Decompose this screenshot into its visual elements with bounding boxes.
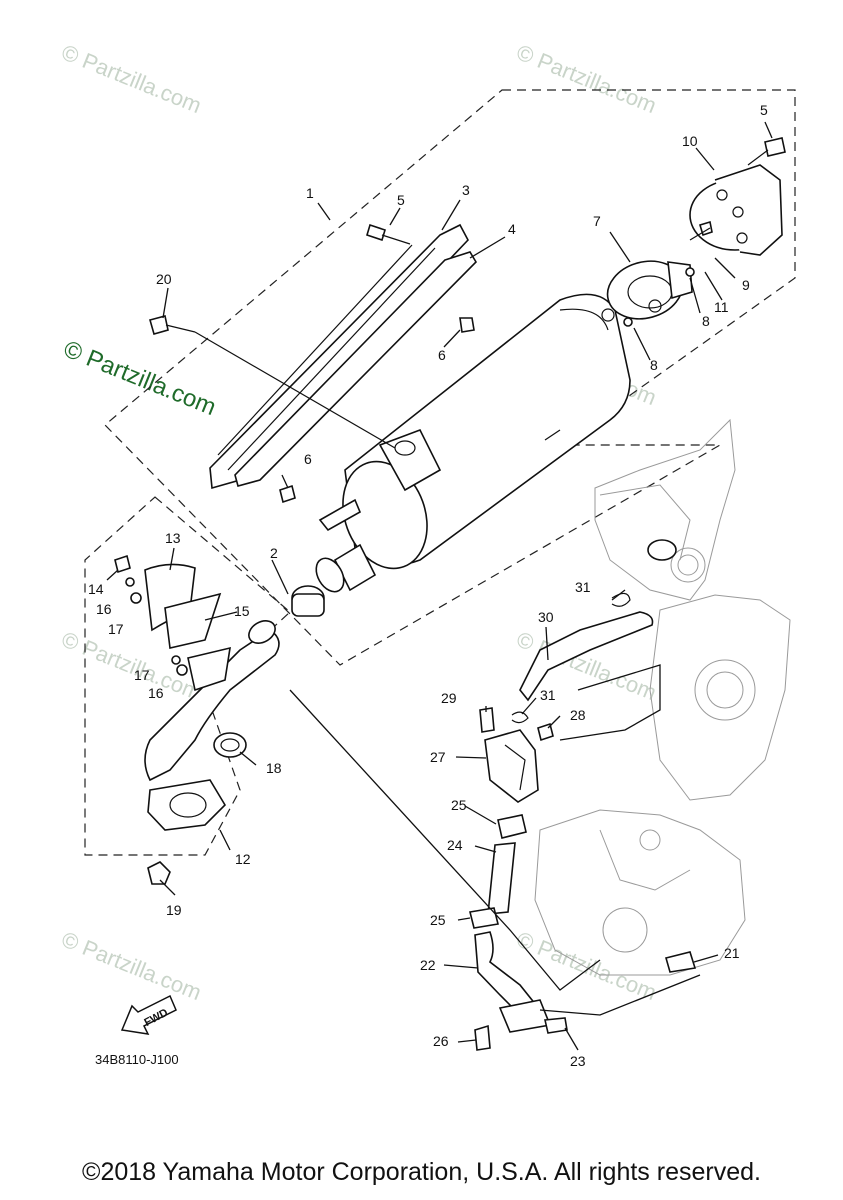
callout-5-top: 5 bbox=[397, 192, 405, 208]
callout-27: 27 bbox=[430, 749, 446, 765]
diagram-code: 34B8110-J100 bbox=[95, 1052, 179, 1067]
callout-12: 12 bbox=[235, 851, 251, 867]
callout-3: 3 bbox=[462, 182, 470, 198]
callout-6-lower: 6 bbox=[304, 451, 312, 467]
callout-9: 9 bbox=[742, 277, 750, 293]
protector-plate bbox=[234, 251, 478, 487]
callout-16-lower: 16 bbox=[148, 685, 164, 701]
muffler-group-outline bbox=[104, 89, 796, 666]
callout-8-cap: 8 bbox=[650, 357, 658, 373]
callout-24: 24 bbox=[447, 837, 463, 853]
exhaust-pipe-group-outline bbox=[84, 496, 291, 856]
callout-23: 23 bbox=[570, 1053, 586, 1069]
callout-labels: 1 2 3 4 5 5 6 6 7 8 8 9 10 11 12 13 14 1… bbox=[88, 102, 768, 1069]
callout-26: 26 bbox=[433, 1033, 449, 1049]
nut-19 bbox=[147, 861, 171, 885]
watermark: © Partzilla.com bbox=[58, 926, 205, 1005]
leader-lines bbox=[106, 121, 773, 1051]
callout-22: 22 bbox=[420, 957, 436, 973]
callout-2: 2 bbox=[270, 545, 278, 561]
muffler-body bbox=[342, 293, 631, 570]
pipe-hardware bbox=[114, 554, 188, 676]
callout-17-lower: 17 bbox=[134, 667, 150, 683]
group-outlines bbox=[84, 89, 796, 856]
callout-25-upper: 25 bbox=[451, 797, 467, 813]
watermark: © Partzilla.com bbox=[58, 39, 205, 118]
exhaust-pipe bbox=[144, 563, 280, 831]
callout-5-cover: 5 bbox=[760, 102, 768, 118]
callout-18: 18 bbox=[266, 760, 282, 776]
callout-11: 11 bbox=[714, 299, 729, 315]
callout-6-upper: 6 bbox=[438, 347, 446, 363]
callout-10: 10 bbox=[682, 133, 698, 149]
watermark: © Partzilla.com bbox=[513, 39, 660, 118]
callout-25-lower: 25 bbox=[430, 912, 446, 928]
end-cover bbox=[689, 164, 783, 256]
callout-20: 20 bbox=[156, 271, 172, 287]
watermark: © Partzilla.com bbox=[513, 926, 660, 1005]
callout-17-upper: 17 bbox=[108, 621, 124, 637]
muffler-inlet bbox=[315, 498, 377, 593]
fwd-arrow-icon: FWD bbox=[120, 994, 177, 1035]
gasket-18 bbox=[213, 732, 247, 758]
gasket-body bbox=[291, 593, 325, 617]
engine-outline bbox=[534, 418, 791, 976]
callout-1: 1 bbox=[306, 185, 314, 201]
callout-7: 7 bbox=[593, 213, 601, 229]
callout-29: 29 bbox=[441, 690, 457, 706]
callout-31-lower: 31 bbox=[540, 687, 556, 703]
callout-13: 13 bbox=[165, 530, 181, 546]
fasteners bbox=[149, 137, 786, 504]
air-induction bbox=[469, 539, 697, 1051]
callout-21: 21 bbox=[724, 945, 740, 961]
callout-4: 4 bbox=[508, 221, 516, 237]
callout-28: 28 bbox=[570, 707, 586, 723]
callout-15: 15 bbox=[234, 603, 250, 619]
callout-14: 14 bbox=[88, 581, 104, 597]
callout-30: 30 bbox=[538, 609, 554, 625]
callout-16-upper: 16 bbox=[96, 601, 112, 617]
callout-31-upper: 31 bbox=[575, 579, 591, 595]
callout-19: 19 bbox=[166, 902, 182, 918]
callout-8-cover: 8 bbox=[702, 313, 710, 329]
copyright-notice: ©2018 Yamaha Motor Corporation, U.S.A. A… bbox=[82, 1158, 761, 1186]
